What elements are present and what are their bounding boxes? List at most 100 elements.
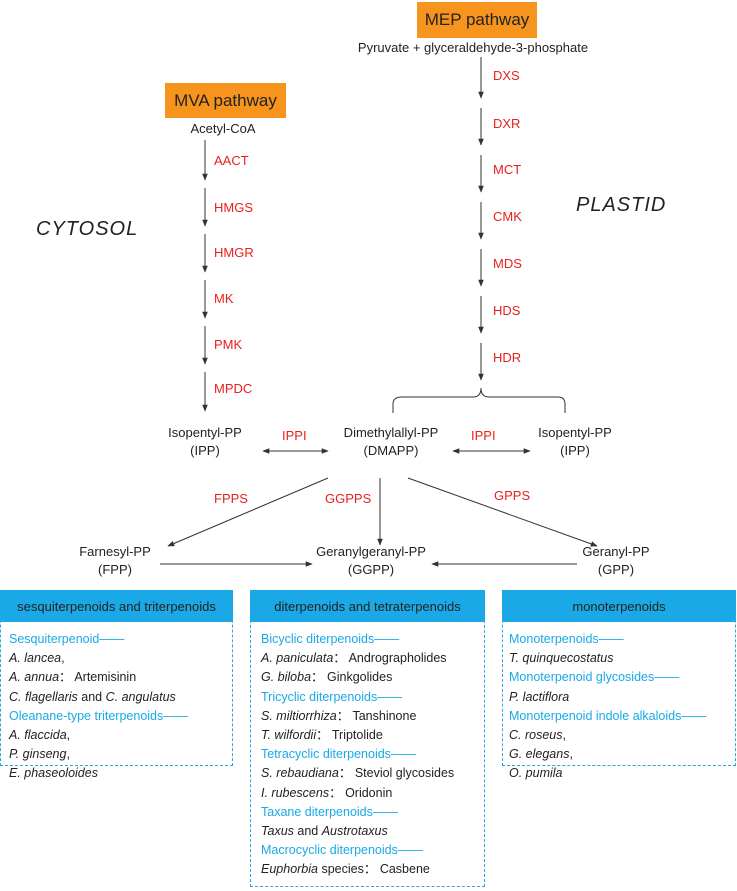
species-name: C. angulatus [105,689,176,704]
mep-enzyme-dxr: DXR [493,116,521,131]
species-name: I. rubescens [261,785,330,800]
connector-text: and [77,689,106,704]
panel-line: C. flagellaris and C. angulatus [9,688,188,707]
panel-line: E. phaseoloides [9,764,188,783]
panel-body-sesquiterpenoids: Sesquiterpenoid——A. lancea,A. annua： Art… [9,630,188,784]
gpps-arrow [407,477,598,547]
species-name: E. phaseoloides [9,766,98,781]
panel-header-diterpenoids: diterpenoids and tetraterpenoids [250,590,485,622]
species-name: A. annua [9,670,60,685]
connector-text: and [293,824,322,839]
panel-line: Monoterpenoid indole alkaloids—— [509,707,706,726]
panel-body-diterpenoids: Bicyclic diterpenoids——A. paniculata： An… [261,630,454,880]
panel-line: A. lancea, [9,649,188,668]
compound-text: ： Oridonin [329,785,393,800]
species-name: G. biloba [261,670,312,685]
panel-line: A. annua： Artemisinin [9,668,188,687]
species-name: Euphorbia [261,862,318,877]
node-ipp-right-abbr: (IPP) [560,443,590,458]
category-label: Bicyclic diterpenoids [261,632,375,646]
compound-text: , [61,651,65,666]
compound-text: ： Artemisinin [59,670,137,685]
species-name: P. lactiflora [509,689,570,704]
panel-line: Tricyclic diterpenoids—— [261,688,454,707]
enzyme-ippi-left: IPPI [282,428,307,443]
panel-line: T. quinquecostatus [509,649,706,668]
species-name: G. elegans [509,747,570,762]
species-name: A. flaccida [9,728,67,743]
panel-line: Oleanane-type triterpenoids—— [9,707,188,726]
category-dash: —— [390,747,416,762]
category-label: Monoterpenoid indole alkaloids [509,708,682,723]
mep-enzyme-dxs: DXS [493,68,520,83]
node-dmapp-name: Dimethylallyl-PP [343,425,439,440]
enzyme-ippi-right: IPPI [471,428,496,443]
panel-line: Euphorbia species： Casbene [261,860,454,879]
category-dash: —— [372,804,398,819]
compound-text: ： Ginkgolides [311,670,393,685]
mva-enzyme-hmgs: HMGS [214,200,253,215]
node-ggpp-name: Geranylgeranyl-PP [316,544,426,559]
panel-line: Macrocyclic diterpenoids—— [261,841,454,860]
panel-line: S. miltiorrhiza： Tanshinone [261,707,454,726]
species-name: Austrotaxus [321,824,388,839]
node-fpp-name: Farnesyl-PP [79,544,151,559]
species-name: C. flagellaris [9,689,78,704]
category-dash: —— [374,632,400,646]
node-ipp-right: Isopentyl-PP (IPP) [538,424,612,460]
species-name: C. roseus [509,728,563,743]
compound-text: species： Casbene [318,862,430,877]
category-dash: —— [397,843,423,858]
cytosol-label: CYTOSOL [36,218,139,240]
mep-enzyme-mct: MCT [493,162,522,177]
species-name: S. rebaudiana [261,766,339,781]
node-ipp-right-name: Isopentyl-PP [538,425,612,440]
category-dash: —— [99,632,125,646]
category-dash: —— [598,632,624,646]
mva-enzyme-mpdc: MPDC [214,381,253,396]
mep-pathway-badge: MEP pathway [417,2,537,38]
panel-line: S. rebaudiana： Steviol glycosides [261,764,454,783]
compound-text: , [66,728,71,743]
category-label: Macrocyclic diterpenoids [261,843,398,858]
node-gpp-abbr: (GPP) [597,562,635,577]
node-fpp-abbr: (FPP) [98,562,132,577]
species-name: T. wilfordii [261,728,317,743]
category-label: Taxane diterpenoids [261,804,373,819]
panel-line: Monoterpenoids—— [509,630,706,649]
plastid-label: PLASTID [576,194,667,216]
compound-text: , [569,747,573,762]
category-dash: —— [163,708,189,723]
mva-enzyme-aact: AACT [214,153,249,168]
node-gpp-name: Geranyl-PP [582,544,650,559]
panel-line: C. roseus, [509,726,706,745]
node-ipp-left-name: Isopentyl-PP [168,425,242,440]
compound-text: ： Steviol glycosides [338,766,455,781]
panel-line: Taxus and Austrotaxus [261,822,454,841]
enzyme-gpps: GPPS [494,488,531,503]
panel-header-monoterpenoids: monoterpenoids [502,590,736,622]
fpps-arrow [167,477,329,547]
mep-enzyme-hdr: HDR [493,350,522,365]
mva-substrate: Acetyl-CoA [190,121,256,136]
panel-line: Tetracyclic diterpenoids—— [261,745,454,764]
species-name: Taxus [261,824,294,839]
panel-line: Monoterpenoid glycosides—— [509,668,706,687]
mva-enzyme-hmgr: HMGR [214,245,254,260]
mep-enzyme-cmk: CMK [493,209,522,224]
compound-text: , [562,728,566,743]
node-ipp-left-abbr: (IPP) [190,443,220,458]
panel-line: G. elegans, [509,745,706,764]
category-label: Monoterpenoid glycosides [509,670,655,685]
panel-line: O. pumila [509,764,706,783]
panel-line: P. ginseng, [9,745,188,764]
species-name: A. lancea [9,651,62,666]
panel-line: A. flaccida, [9,726,188,745]
node-dmapp-abbr: (DMAPP) [363,443,419,458]
compound-text: , [66,747,70,762]
enzyme-fpps: FPPS [214,491,248,506]
category-dash: —— [377,689,403,704]
node-ggpp: Geranylgeranyl-PP (GGPP) [316,543,426,579]
